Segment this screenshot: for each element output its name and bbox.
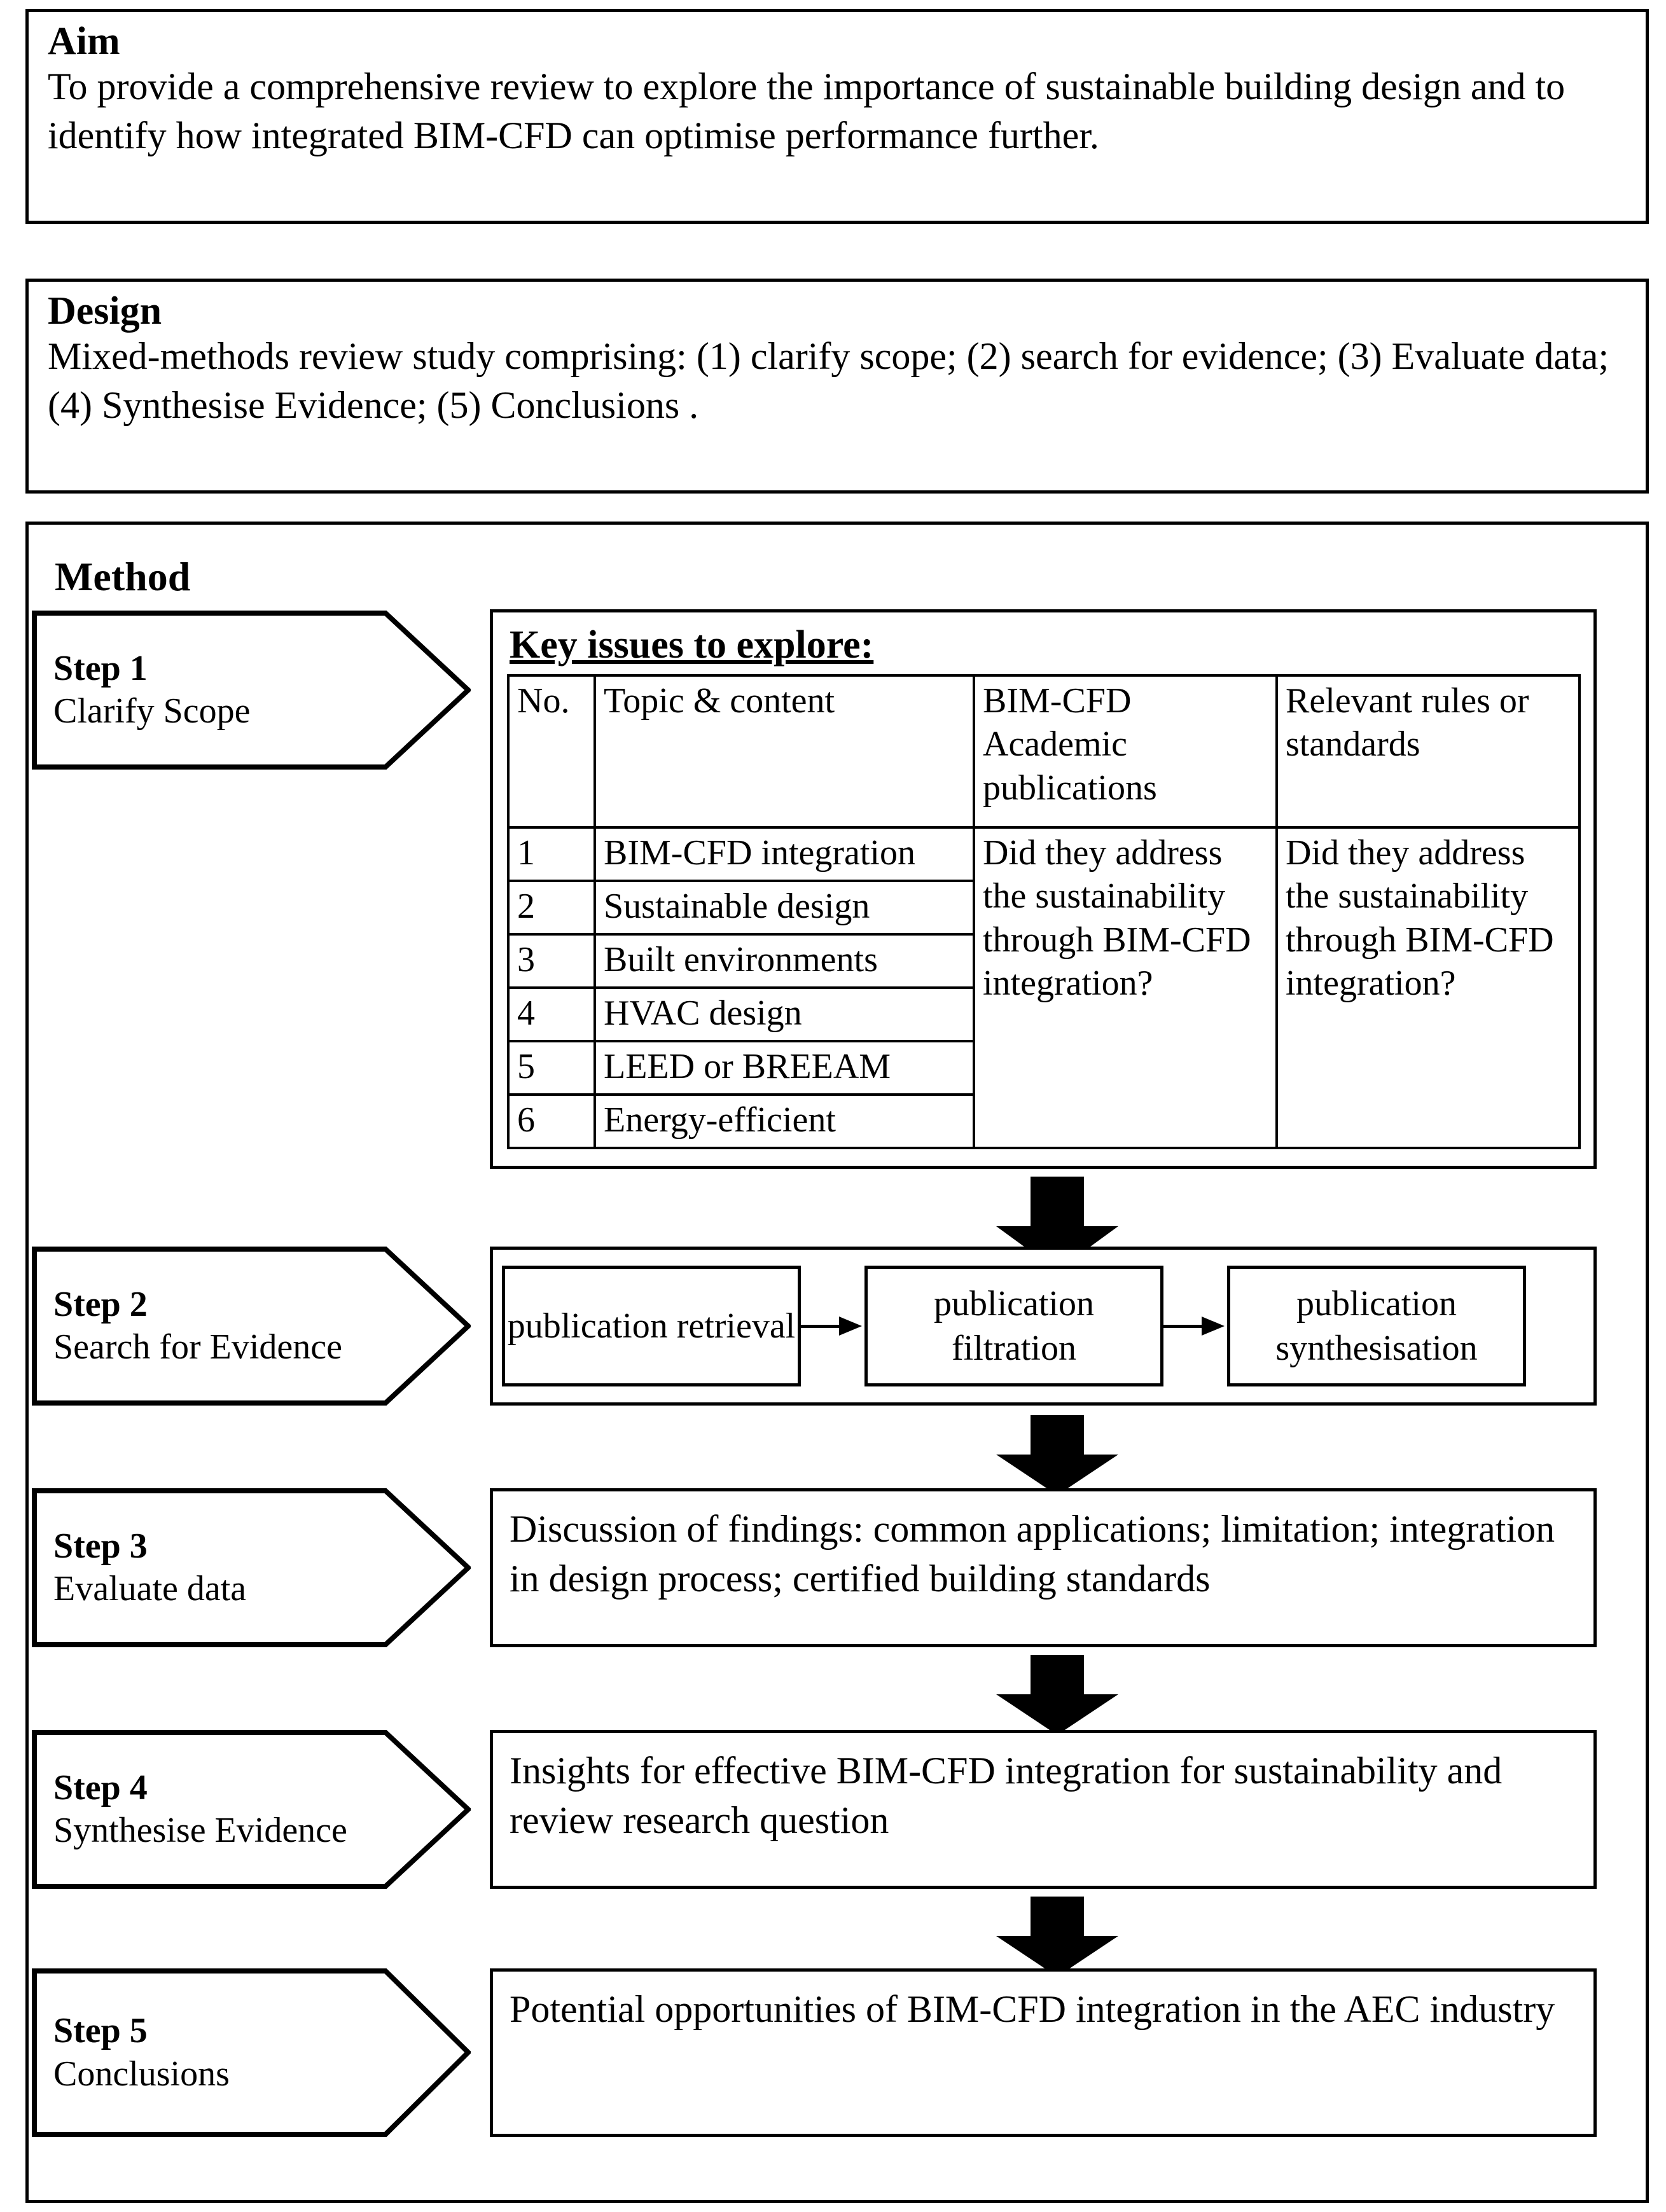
- chevron-shape-icon: [32, 1247, 471, 1406]
- cell-topic: Energy-efficient: [594, 1093, 975, 1149]
- design-heading: Design: [48, 289, 162, 333]
- table-row: 3 Built environments: [507, 933, 1579, 989]
- table-row: 2 Sustainable design: [507, 880, 1579, 936]
- step-5-chevron: Step 5 Conclusions: [32, 1968, 471, 2137]
- column-header-publications: BIM-CFD Academic publications: [973, 674, 1278, 829]
- aim-body: To provide a comprehensive review to exp…: [48, 66, 1565, 156]
- chevron-shape-icon: [32, 1488, 471, 1647]
- aim-heading: Aim: [48, 20, 120, 63]
- step-1-chevron: Step 1 Clarify Scope: [32, 611, 471, 770]
- column-header-no: No.: [507, 674, 596, 829]
- cell-no: 5: [507, 1040, 596, 1096]
- step-3-content-box: Discussion of findings: common applicati…: [490, 1488, 1597, 1647]
- key-issues-title: Key issues to explore:: [510, 623, 874, 667]
- design-panel: Design Mixed-methods review study compri…: [25, 279, 1649, 494]
- cell-topic: BIM-CFD integration: [594, 826, 975, 882]
- step-2-label: Search for Evidence: [53, 1327, 342, 1367]
- table-row: 4 HVAC design: [507, 986, 1579, 1042]
- step-2-content-box: publication retrieval publication filtra…: [490, 1247, 1597, 1406]
- step-4-content-text: Insights for effective BIM-CFD integrati…: [510, 1750, 1503, 1841]
- chevron-shape-icon: [32, 1968, 471, 2137]
- down-arrow-2-icon: [994, 1415, 1121, 1500]
- cell-topic: LEED or BREEAM: [594, 1040, 975, 1096]
- step-1-number: Step 1: [53, 648, 148, 688]
- step-4-chevron: Step 4 Synthesise Evidence: [32, 1730, 471, 1889]
- step-2-chevron: Step 2 Search for Evidence: [32, 1247, 471, 1406]
- cell-no: 2: [507, 880, 596, 936]
- step-4-number: Step 4: [53, 1767, 148, 1808]
- publication-synthesisation-box: publication synthesisation: [1227, 1266, 1526, 1386]
- cell-no: 1: [507, 826, 596, 882]
- step-3-chevron: Step 3 Evaluate data: [32, 1488, 471, 1647]
- cell-publications: Did they address the sustainability thro…: [973, 826, 1278, 1149]
- right-arrow-1-icon: [801, 1317, 864, 1336]
- step-5-label: Conclusions: [53, 2054, 230, 2094]
- key-issues-table: No. Topic & content BIM-CFD Academic pub…: [507, 674, 1581, 1149]
- table-row: 6 Energy-efficient: [507, 1093, 1579, 1149]
- cell-no: 6: [507, 1093, 596, 1149]
- method-heading: Method: [55, 554, 191, 599]
- step-4-label: Synthesise Evidence: [53, 1811, 347, 1850]
- down-arrow-4-icon: [994, 1897, 1121, 1981]
- right-arrow-2-icon: [1163, 1317, 1227, 1336]
- step-4-content-box: Insights for effective BIM-CFD integrati…: [490, 1730, 1597, 1889]
- step-3-number: Step 3: [53, 1526, 148, 1566]
- step-1-label: Clarify Scope: [53, 691, 251, 731]
- publication-filtration-box: publication filtration: [864, 1266, 1163, 1386]
- cell-topic: Sustainable design: [594, 880, 975, 936]
- publication-retrieval-box: publication retrieval: [502, 1266, 801, 1386]
- cell-standards: Did they address the sustainability thro…: [1275, 826, 1581, 1149]
- column-header-standards: Relevant rules or standards: [1275, 674, 1581, 829]
- table-row: 1 BIM-CFD integration Did they address t…: [507, 826, 1581, 1149]
- column-header-topic: Topic & content: [594, 674, 975, 829]
- cell-topic: HVAC design: [594, 986, 975, 1042]
- down-arrow-3-icon: [994, 1655, 1121, 1739]
- step-5-number: Step 5: [53, 2011, 148, 2051]
- step-5-content-box: Potential opportunities of BIM-CFD integ…: [490, 1968, 1597, 2137]
- step-3-label: Evaluate data: [53, 1569, 247, 1608]
- step-2-number: Step 2: [53, 1284, 148, 1324]
- table-row: 5 LEED or BREEAM: [507, 1040, 1579, 1096]
- key-issues-box: Key issues to explore: No. Topic & conte…: [490, 609, 1597, 1169]
- step-5-content-text: Potential opportunities of BIM-CFD integ…: [510, 1988, 1555, 2030]
- design-body: Mixed-methods review study comprising: (…: [48, 335, 1609, 426]
- chevron-shape-icon: [32, 1730, 471, 1889]
- table-header-row: No. Topic & content BIM-CFD Academic pub…: [507, 674, 1581, 829]
- aim-panel: Aim To provide a comprehensive review to…: [25, 9, 1649, 224]
- cell-no: 3: [507, 933, 596, 989]
- cell-no: 4: [507, 986, 596, 1042]
- chevron-shape-icon: [32, 611, 471, 770]
- step-3-content-text: Discussion of findings: common applicati…: [510, 1508, 1555, 1600]
- cell-topic: Built environments: [594, 933, 975, 989]
